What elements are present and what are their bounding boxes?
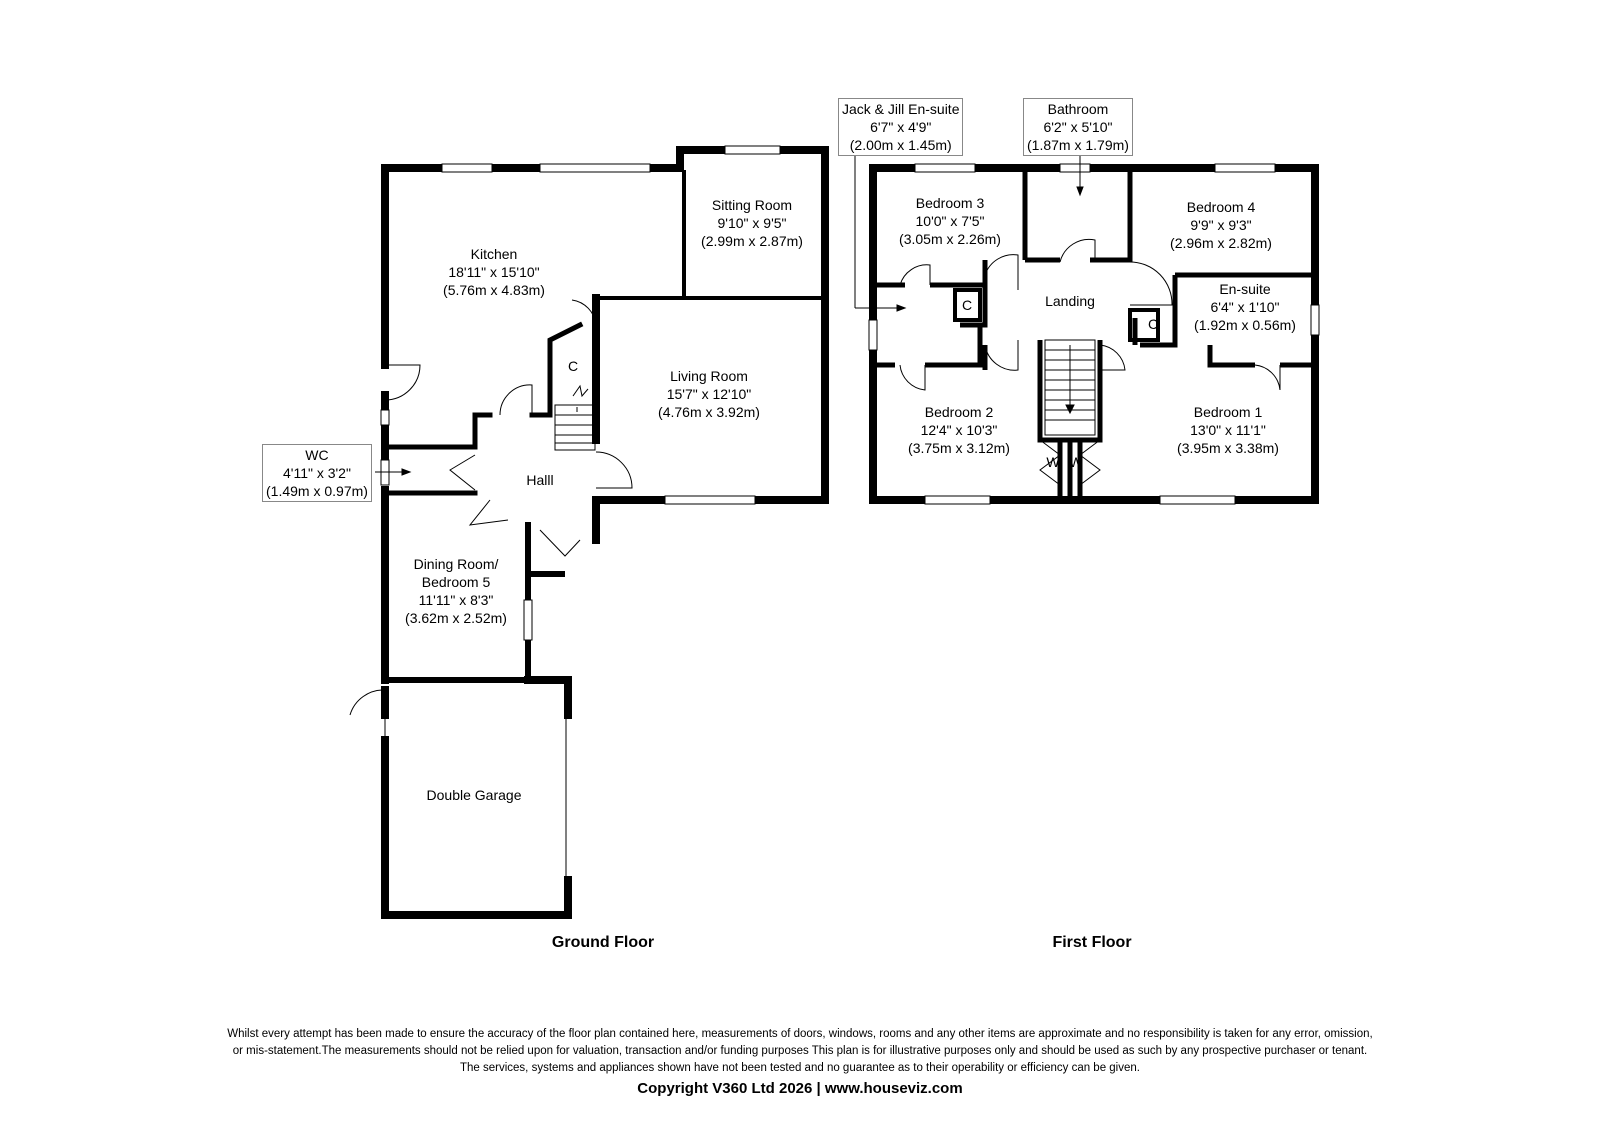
ground-stairs (554, 384, 596, 451)
sitting-room-name: Sitting Room (711, 197, 793, 213)
kitchen-name: Kitchen (470, 246, 518, 262)
wc-metric: (1.49m x 0.97m) (266, 483, 368, 499)
living-room-name: Living Room (670, 368, 748, 384)
hall-name: Halll (526, 472, 554, 488)
ground-cupboard-label: C (567, 358, 579, 374)
bedroom1-name: Bedroom 1 (1193, 404, 1263, 420)
bedroom2-name: Bedroom 2 (924, 404, 994, 420)
landing-label: Landing (1045, 292, 1095, 310)
dining-room-name: Dining Room/ (413, 556, 499, 572)
copyright-text: Copyright V360 Ltd 2026 | www.houseviz.c… (637, 1080, 963, 1097)
wc-callout-arrow (375, 468, 412, 476)
sitting-room-metric: (2.99m x 2.87m) (701, 233, 803, 249)
wardrobe-left-label: W (1046, 454, 1060, 470)
first-cupboard-right-label: C (1147, 316, 1159, 332)
kitchen-imperial: 18'11" x 15'10" (448, 264, 540, 280)
hall-label: Halll (526, 471, 553, 489)
jack-jill-imperial: 6'7" x 4'9" (870, 119, 932, 135)
bedroom4-label: Bedroom 4 9'9" x 9'3" (2.96m x 2.82m) (1170, 198, 1272, 252)
bedroom1-label: Bedroom 1 13'0" x 11'1" (3.95m x 3.38m) (1177, 403, 1279, 457)
landing-name: Landing (1045, 293, 1095, 309)
ground-floor-title: Ground Floor (551, 934, 655, 951)
ensuite-metric: (1.92m x 0.56m) (1194, 317, 1296, 333)
bathroom-imperial: 6'2" x 5'10" (1043, 119, 1113, 135)
living-room-metric: (4.76m x 3.92m) (658, 404, 760, 420)
bedroom2-imperial: 12'4" x 10'3" (920, 422, 998, 438)
bedroom1-metric: (3.95m x 3.38m) (1177, 440, 1279, 456)
living-room-label: Living Room 15'7" x 12'10" (4.76m x 3.92… (658, 367, 760, 421)
wc-name: WC (305, 447, 329, 463)
garage-name: Double Garage (426, 787, 522, 803)
jack-jill-metric: (2.00m x 1.45m) (849, 137, 952, 153)
bathroom-metric: (1.87m x 1.79m) (1027, 137, 1129, 153)
first-callout-leaders (854, 155, 1084, 312)
first-windows (868, 163, 1320, 505)
disclaimer-text: Whilst every attempt has been made to en… (0, 1026, 1600, 1077)
bedroom3-metric: (3.05m x 2.26m) (899, 231, 1001, 247)
kitchen-label: Kitchen 18'11" x 15'10" (5.76m x 4.83m) (443, 245, 545, 299)
jack-jill-callout: Jack & Jill En-suite 6'7" x 4'9" (2.00m … (838, 98, 964, 156)
ensuite-label: En-suite 6'4" x 1'10" (1.92m x 0.56m) (1194, 280, 1296, 334)
bedroom4-imperial: 9'9" x 9'3" (1190, 217, 1252, 233)
disclaimer-line-2: or mis-statement.The measurements should… (232, 1045, 1368, 1057)
first-cupboard-left-label: C (961, 297, 973, 313)
first-cupboards (953, 288, 1160, 342)
dining-room-metric: (3.62m x 2.52m) (405, 610, 507, 626)
garage-label: Double Garage (427, 786, 522, 804)
sitting-room-imperial: 9'10" x 9'5" (717, 215, 787, 231)
bedroom2-metric: (3.75m x 3.12m) (908, 440, 1010, 456)
living-room-imperial: 15'7" x 12'10" (666, 386, 752, 402)
bedroom1-imperial: 13'0" x 11'1" (1190, 422, 1266, 438)
sitting-room-label: Sitting Room 9'10" x 9'5" (2.99m x 2.87m… (701, 196, 803, 250)
first-floor-title: First Floor (1052, 934, 1132, 951)
jack-jill-name: Jack & Jill En-suite (842, 101, 960, 117)
dining-room-name-2: Bedroom 5 (421, 574, 491, 590)
kitchen-metric: (5.76m x 4.83m) (443, 282, 545, 298)
dining-room-imperial: 11'11" x 8'3" (418, 592, 494, 608)
ensuite-name: En-suite (1219, 281, 1271, 297)
first-doors (899, 238, 1281, 486)
bedroom3-label: Bedroom 3 10'0" x 7'5" (3.05m x 2.26m) (899, 194, 1001, 248)
bathroom-callout: Bathroom 6'2" x 5'10" (1.87m x 1.79m) (1023, 98, 1133, 156)
bedroom3-imperial: 10'0" x 7'5" (915, 213, 985, 229)
bedroom2-label: Bedroom 2 12'4" x 10'3" (3.75m x 3.12m) (908, 403, 1010, 457)
first-floor-walls (869, 164, 1319, 504)
bathroom-name: Bathroom (1047, 101, 1109, 117)
wardrobe-right-label: W (1069, 454, 1083, 470)
disclaimer-line-3: The services, systems and appliances sho… (460, 1062, 1140, 1074)
disclaimer-line-1: Whilst every attempt has been made to en… (227, 1028, 1373, 1040)
bedroom3-name: Bedroom 3 (915, 195, 985, 211)
bedroom4-name: Bedroom 4 (1186, 199, 1256, 215)
ensuite-imperial: 6'4" x 1'10" (1210, 299, 1280, 315)
bedroom4-metric: (2.96m x 2.82m) (1170, 235, 1272, 251)
ground-doors (349, 299, 633, 740)
wc-imperial: 4'11" x 3'2" (282, 465, 351, 481)
wc-callout: WC 4'11" x 3'2" (1.49m x 0.97m) (262, 444, 372, 502)
first-stairs (1044, 339, 1096, 436)
dining-room-label: Dining Room/ Bedroom 5 11'11" x 8'3" (3.… (405, 555, 507, 627)
